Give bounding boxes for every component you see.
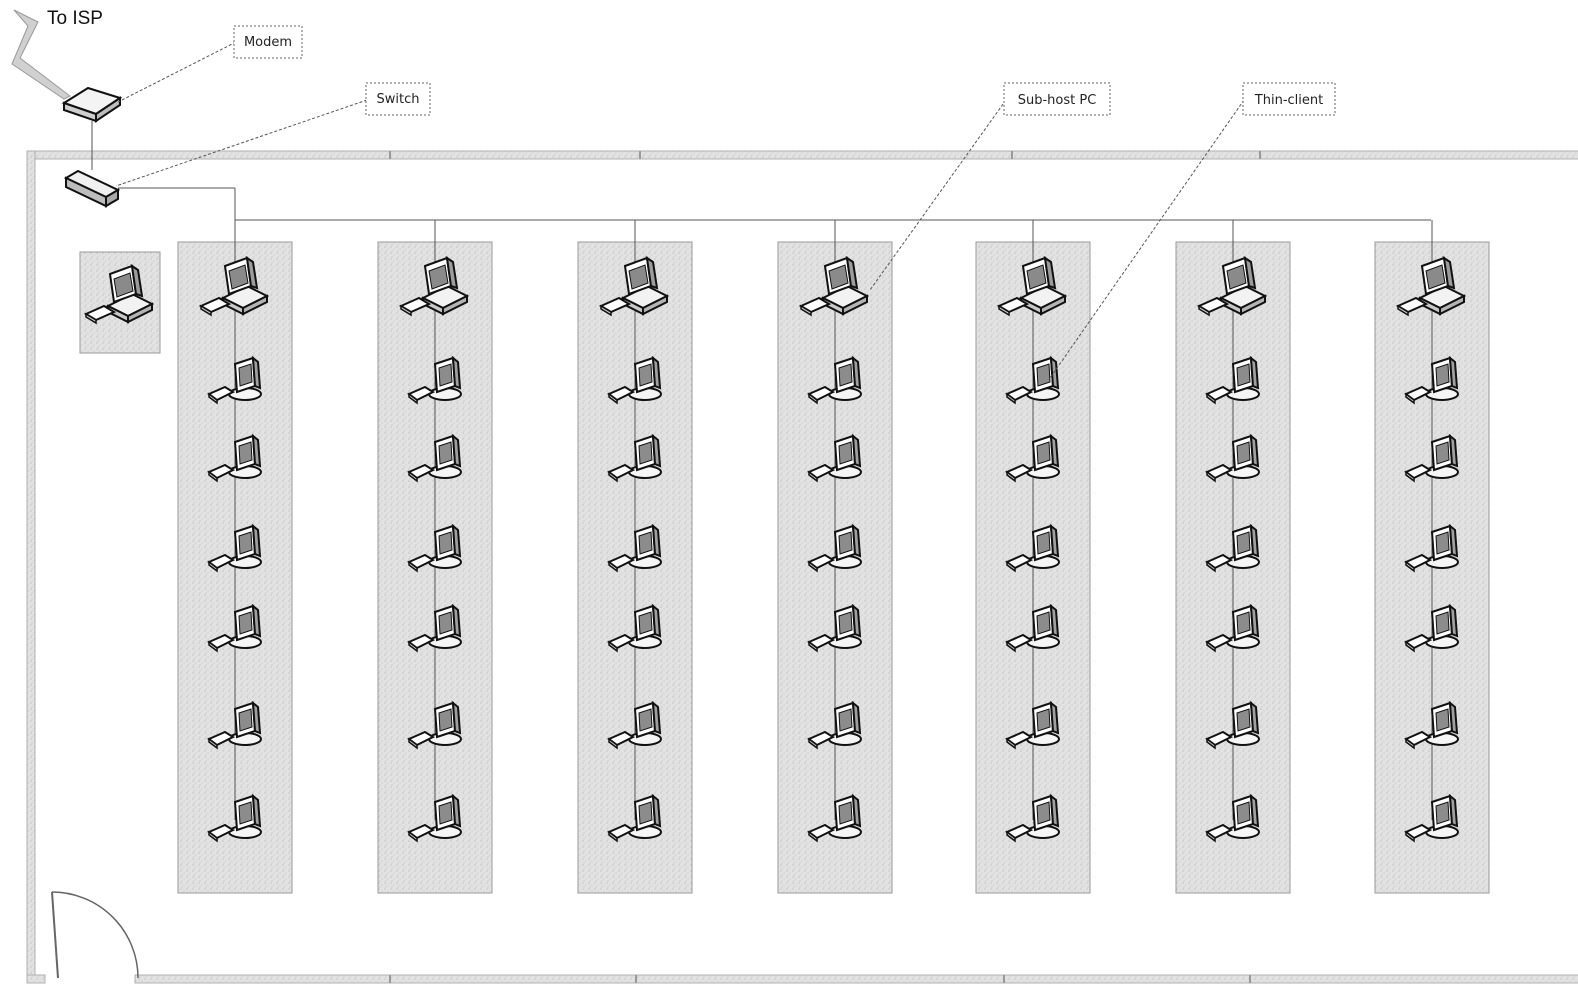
thin-client-icon xyxy=(1005,523,1060,573)
thin-client-icon xyxy=(1404,793,1459,843)
desk-columns xyxy=(177,220,1490,894)
callout-lines xyxy=(115,41,1245,379)
room-walls xyxy=(26,150,1578,984)
subhost-pc-icon xyxy=(996,255,1068,317)
thin-client-icon xyxy=(407,700,462,750)
thin-client-icon xyxy=(407,603,462,653)
thin-client-icon xyxy=(1205,523,1260,573)
thin-client-icon xyxy=(1404,700,1459,750)
desk-column xyxy=(975,220,1091,894)
thin-client-icon xyxy=(1205,700,1260,750)
thin-client-icon xyxy=(607,523,662,573)
thin-client-icon xyxy=(407,433,462,483)
switch-icon xyxy=(63,169,121,208)
lightning-link-icon xyxy=(11,9,71,100)
thin-client-icon xyxy=(807,700,862,750)
desk-column xyxy=(1374,220,1490,894)
desk-column xyxy=(1175,220,1291,894)
thin-client-icon xyxy=(407,523,462,573)
thin-client-icon xyxy=(807,355,862,405)
subhost-pc-icon xyxy=(398,255,470,317)
thin-client-icon xyxy=(1205,355,1260,405)
desk-column xyxy=(377,220,493,894)
thin-client-icon xyxy=(407,793,462,843)
thin-client-icon xyxy=(1005,433,1060,483)
thin-client-icon xyxy=(807,603,862,653)
door-icon xyxy=(51,891,139,979)
thin-client-icon xyxy=(1404,433,1459,483)
thin-client-icon xyxy=(607,355,662,405)
thin-client-icon xyxy=(607,793,662,843)
subhost-pc-icon xyxy=(1395,255,1467,317)
desk-column xyxy=(177,220,293,894)
subhost-pc-icon xyxy=(598,255,670,317)
modem-label: Modem xyxy=(244,35,292,50)
subhost-pc-icon xyxy=(1196,255,1268,317)
switch-label: Switch xyxy=(377,92,420,107)
thin-client-icon xyxy=(1205,433,1260,483)
thin-client-icon xyxy=(1404,523,1459,573)
thin-client-icon xyxy=(207,793,262,843)
subhost-callout: Sub-host PC xyxy=(1003,82,1111,116)
thin-client-icon xyxy=(807,433,862,483)
subhost-pc-icon xyxy=(798,255,870,317)
thin-client-icon xyxy=(1005,355,1060,405)
thinclient-label: Thin-client xyxy=(1254,93,1323,108)
thin-client-icon xyxy=(807,793,862,843)
thin-client-icon xyxy=(1005,793,1060,843)
thin-client-icon xyxy=(207,433,262,483)
network-backbone xyxy=(118,187,1431,221)
thin-client-icon xyxy=(607,700,662,750)
thin-client-icon xyxy=(1205,793,1260,843)
modem-callout: Modem xyxy=(233,25,303,59)
subhost-label: Sub-host PC xyxy=(1018,93,1097,108)
thin-client-icon xyxy=(1005,603,1060,653)
isp-label: To ISP xyxy=(47,8,103,29)
admin-desktop-pc-icon xyxy=(83,263,155,325)
thin-client-icon xyxy=(1005,700,1060,750)
thinclient-callout: Thin-client xyxy=(1242,82,1336,116)
desk-column xyxy=(777,220,893,894)
thin-client-icon xyxy=(207,700,262,750)
thin-client-icon xyxy=(407,355,462,405)
thin-client-icon xyxy=(1404,355,1459,405)
thin-client-icon xyxy=(607,433,662,483)
desk-column xyxy=(577,220,693,894)
thin-client-icon xyxy=(207,523,262,573)
subhost-pc-icon xyxy=(198,255,270,317)
admin-pc-icon xyxy=(83,263,155,325)
thin-client-icon xyxy=(607,603,662,653)
modem-icon xyxy=(61,86,123,123)
thin-client-icon xyxy=(807,523,862,573)
thin-client-icon xyxy=(207,603,262,653)
thin-client-icon xyxy=(1205,603,1260,653)
thin-client-icon xyxy=(1404,603,1459,653)
thin-client-icon xyxy=(207,355,262,405)
switch-callout: Switch xyxy=(365,82,431,116)
